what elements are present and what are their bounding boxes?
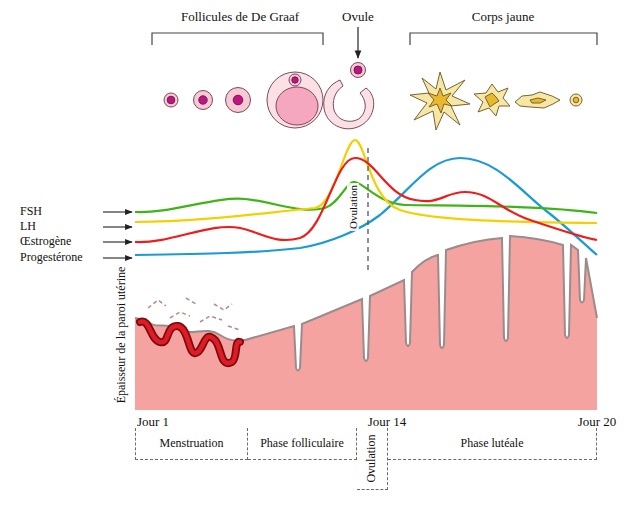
shed-fragment bbox=[214, 304, 232, 310]
follicle bbox=[194, 91, 213, 110]
shed-tissue bbox=[148, 298, 240, 330]
corpus-albicans-core bbox=[573, 97, 579, 103]
phase-name: Phase lutéale bbox=[461, 437, 524, 450]
shed-fragment bbox=[228, 326, 240, 330]
corpus-bracket bbox=[410, 33, 597, 45]
endometrium bbox=[135, 236, 597, 410]
oocyte bbox=[292, 77, 298, 83]
antrum bbox=[276, 87, 318, 125]
endometrium-outline bbox=[135, 236, 597, 371]
menstrual-blood-edge bbox=[140, 322, 240, 364]
menstrual-blood bbox=[140, 322, 240, 364]
shed-fragment bbox=[148, 300, 166, 308]
diagram-label: LH bbox=[20, 220, 36, 233]
shed-fragment bbox=[170, 312, 190, 318]
oocyte bbox=[233, 95, 243, 105]
follicle bbox=[164, 93, 178, 107]
estrogen-curve bbox=[135, 158, 597, 242]
diagram-label: Progestérone bbox=[20, 251, 83, 264]
corpus-albicans-core bbox=[530, 98, 546, 103]
corpus-luteum-blob bbox=[474, 84, 510, 116]
fsh-curve bbox=[135, 182, 597, 213]
diagram-label: Corps jaune bbox=[472, 10, 534, 24]
phase-name: Ovulation bbox=[365, 435, 378, 483]
ovum bbox=[351, 63, 366, 78]
corpus-albicans bbox=[515, 92, 560, 108]
diagram-label: Jour 20 bbox=[578, 415, 617, 429]
vertical-label: Ovulation bbox=[347, 183, 359, 231]
cumulus bbox=[289, 74, 301, 86]
corpus-luteum-star bbox=[410, 72, 470, 130]
oocyte bbox=[199, 96, 207, 104]
phase-band: Ovulation bbox=[357, 428, 388, 490]
phase-band: Phase folliculaire bbox=[248, 428, 357, 460]
diagram-label: Follicules de De Graaf bbox=[181, 10, 299, 24]
follicle-bracket bbox=[152, 33, 323, 45]
ovum-core bbox=[354, 66, 362, 74]
follicles bbox=[164, 63, 374, 129]
lh-curve bbox=[135, 140, 597, 223]
diagram-label: Ovule bbox=[342, 10, 374, 24]
oocyte bbox=[167, 96, 175, 104]
phase-name: Phase folliculaire bbox=[260, 437, 344, 450]
ruptured-follicle bbox=[324, 80, 374, 129]
follicle bbox=[226, 88, 251, 113]
label-arrow bbox=[103, 226, 132, 227]
phase-band: Menstruation bbox=[135, 428, 248, 460]
ovum-arrow bbox=[357, 27, 358, 58]
corpus-luteum-core bbox=[485, 93, 499, 107]
ovulation-line bbox=[367, 148, 368, 270]
label-arrow bbox=[103, 257, 132, 258]
corpus-luteum-core bbox=[428, 88, 452, 113]
phase-band: Phase lutéale bbox=[388, 428, 597, 460]
graaf-follicle bbox=[267, 72, 323, 128]
shed-fragment bbox=[200, 316, 222, 322]
shed-fragment bbox=[186, 298, 196, 304]
corpus-luteum bbox=[410, 72, 582, 130]
vertical-label: Épaisseur de la paroi utérine bbox=[115, 267, 128, 404]
label-arrows bbox=[103, 212, 132, 258]
label-arrow bbox=[103, 241, 132, 242]
diagram-label: Œstrogène bbox=[20, 235, 71, 248]
diagram-label: Jour 14 bbox=[368, 415, 407, 429]
diagram-label: Jour 1 bbox=[137, 415, 169, 429]
phase-name: Menstruation bbox=[160, 437, 224, 450]
label-arrow bbox=[103, 211, 132, 212]
corpus-albicans-small bbox=[570, 94, 582, 106]
diagram-label: FSH bbox=[20, 205, 42, 218]
